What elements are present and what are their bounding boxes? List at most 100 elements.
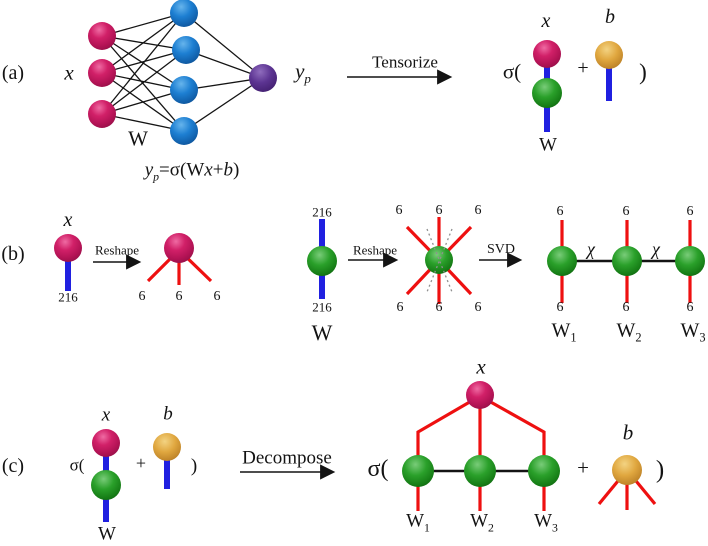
leg-dim-label: 6: [474, 300, 482, 315]
sigma-open: σ(: [502, 59, 522, 84]
leg-dim-label: 6: [474, 203, 482, 218]
eq-close: ): [232, 159, 240, 181]
core-label-w3: W3: [680, 320, 705, 343]
leg-dim-label: 6: [435, 300, 443, 315]
leg-dim-label: 6: [213, 289, 221, 304]
x-reshaped-label: x: [476, 354, 486, 379]
x-tensor-node: [533, 40, 561, 68]
hidden-node: [170, 117, 198, 145]
x-tensor-node: [92, 429, 120, 457]
w-tensor-node: [532, 78, 562, 108]
core-base: W: [470, 510, 489, 532]
sigma-open: σ(: [69, 455, 85, 475]
eq-x: x: [204, 159, 213, 181]
panel-a-label: (a): [1, 62, 25, 84]
core-label-w2: W2: [470, 512, 494, 535]
output-label: yp: [295, 58, 311, 87]
w-matrix-node: [307, 246, 337, 276]
input-node: [88, 59, 116, 87]
x-vector-node: [54, 234, 82, 262]
weight-matrix-label: W: [311, 320, 333, 345]
leg-dim-label: 6: [686, 204, 694, 219]
transform-arrows: [93, 69, 523, 480]
leg-dim-label: 6: [556, 300, 564, 315]
weight-matrix-label: W: [128, 126, 148, 151]
core-base: W: [534, 510, 553, 532]
eq-p: p: [153, 170, 160, 184]
tensor-w-label: W: [98, 523, 116, 545]
mps-core-node-w3: [675, 246, 705, 276]
panel-c-label: (c): [1, 455, 25, 477]
reshape-arrow-label: Reshape: [94, 242, 140, 258]
tensor-b-label: b: [163, 403, 173, 425]
input-node: [88, 100, 116, 128]
bias-reshaped-label: b: [622, 420, 634, 445]
tensor-x-label: x: [101, 404, 111, 426]
x-reshaped-node: [164, 233, 194, 263]
mps-core-node-w2: [612, 246, 642, 276]
core-label-w1: W1: [406, 512, 430, 535]
bias-tensor-node: [595, 41, 623, 69]
x-reshaped-node: [466, 381, 494, 409]
paren-close: ): [639, 59, 647, 85]
core-label-w3: W3: [534, 512, 558, 535]
core-subscript: 3: [699, 330, 706, 345]
tensor-b-label: b: [605, 6, 615, 28]
hidden-node: [170, 76, 198, 104]
paren-close: ): [190, 455, 198, 477]
bond-dim-label: 216: [312, 204, 332, 220]
chi-bond-label: χ: [652, 239, 660, 259]
core-subscript: 2: [488, 521, 494, 535]
plus-sign: +: [577, 57, 589, 79]
w-tensor-node: [91, 470, 121, 500]
eq-sigma: =σ(: [159, 159, 187, 181]
leg-dim-label: 6: [138, 289, 146, 304]
core-label-w1: W1: [551, 320, 576, 343]
bias-reshaped-node: [612, 455, 642, 485]
core-base: W: [616, 319, 636, 342]
svd-cut-lines: [426, 228, 453, 293]
leg-dim-label: 6: [686, 300, 694, 315]
output-node: [249, 64, 277, 92]
leg-dim-label: 6: [622, 300, 630, 315]
equation: yp=σ(Wx+b): [145, 161, 240, 184]
output-base: y: [295, 58, 305, 83]
plus-sign: +: [135, 453, 147, 473]
tensor-x-label: x: [541, 10, 551, 32]
leg-dim-label: 6: [396, 300, 404, 315]
eq-w: W: [186, 159, 205, 181]
mps-core-node-w1: [402, 455, 434, 487]
bias-tensor-node: [153, 433, 181, 461]
leg-dim-label: 6: [556, 204, 564, 219]
sigma-open: σ(: [367, 456, 389, 482]
input-node: [88, 22, 116, 50]
eq-y: y: [144, 159, 154, 181]
core-base: W: [406, 510, 425, 532]
tensorize-arrow-label: Tensorize: [372, 52, 438, 72]
panel-b-label: (b): [1, 243, 25, 265]
mps-core-node-w1: [547, 246, 577, 276]
hidden-node: [172, 36, 200, 64]
input-vector-label: x: [64, 60, 74, 85]
leg-dim-label: 6: [395, 203, 403, 218]
leg-dim-label: 6: [175, 289, 183, 304]
decompose-arrow-label: Decompose: [242, 447, 332, 469]
leg-dim-label: 6: [435, 203, 443, 218]
tensor-w-label: W: [539, 134, 557, 156]
core-subscript: 2: [635, 330, 642, 345]
mps-core-node-w3: [528, 455, 560, 487]
bond-dim-label: 216: [58, 289, 78, 305]
leg-dim-label: 6: [622, 204, 630, 219]
output-subscript: p: [304, 71, 311, 87]
reshape-arrow-label: Reshape: [352, 242, 398, 258]
plus-sign: +: [577, 455, 589, 480]
svd-arrow-label: SVD: [486, 242, 516, 257]
core-subscript: 1: [570, 330, 577, 345]
core-base: W: [680, 319, 700, 342]
w-reshaped-node: [425, 246, 453, 274]
hidden-node: [170, 0, 198, 27]
core-base: W: [551, 319, 571, 342]
core-label-w2: W2: [616, 320, 641, 343]
core-subscript: 1: [424, 521, 430, 535]
